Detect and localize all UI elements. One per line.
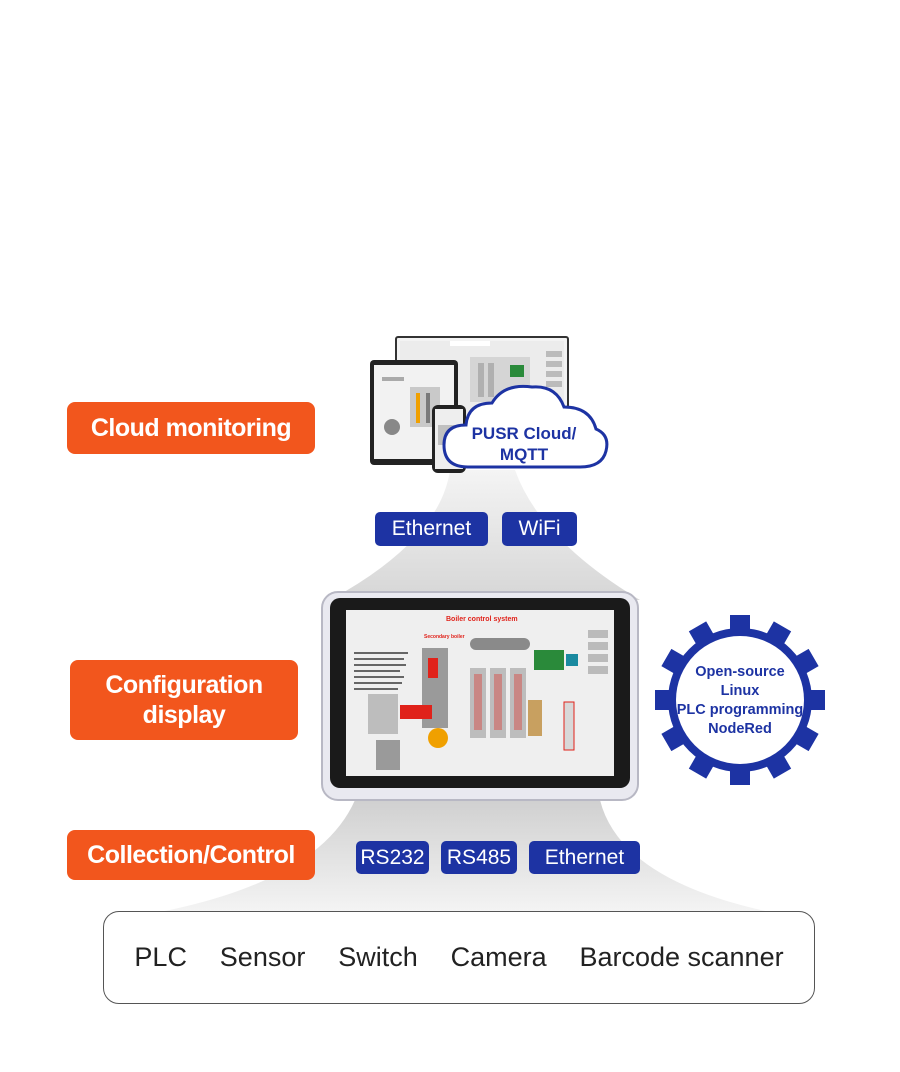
- collection-control-label: Collection/Control: [67, 830, 315, 880]
- gear-line-4: NodeRed: [708, 721, 772, 737]
- device-sensor: Sensor: [219, 942, 306, 972]
- configuration-display-label: Configuration display: [70, 660, 298, 740]
- screen-subtitle: Secondary boiler: [424, 634, 465, 640]
- cloud-text: PUSR Cloud/ MQTT: [449, 423, 599, 465]
- configuration-display-tablet: Boiler control system Secondary boiler: [320, 590, 640, 802]
- device-barcode-scanner: Barcode scanner: [579, 942, 784, 972]
- devices-illustration: [370, 336, 609, 473]
- tag-ethernet-lower: Ethernet: [529, 841, 640, 874]
- gear-text: Open-source Linux PLC programming NodeRe…: [655, 663, 825, 739]
- tag-ethernet-upper: Ethernet: [375, 512, 488, 546]
- gear-badge: Open-source Linux PLC programming NodeRe…: [655, 615, 825, 785]
- cloud-monitoring-graphic: PUSR Cloud/ MQTT: [370, 335, 610, 475]
- cloud-text-line2: MQTT: [499, 445, 549, 464]
- device-plc: PLC: [134, 942, 187, 972]
- device-camera: Camera: [450, 942, 547, 972]
- device-switch: Switch: [338, 942, 418, 972]
- tag-rs232: RS232: [356, 841, 429, 874]
- screen-title: Boiler control system: [446, 616, 518, 623]
- gear-line-3: PLC programming: [676, 702, 804, 718]
- collection-control-text: Collection/Control: [87, 840, 295, 869]
- devices-box: PLC Sensor Switch Camera Barcode scanner: [103, 911, 815, 1004]
- gear-icon: [655, 615, 825, 785]
- cloud-monitoring-label: Cloud monitoring: [67, 402, 315, 454]
- gear-line-1: Open-source: [695, 664, 785, 680]
- cloud-monitoring-text: Cloud monitoring: [90, 413, 292, 442]
- configuration-text-line1: Configuration: [105, 671, 263, 699]
- tag-rs485: RS485: [441, 841, 517, 874]
- gear-line-2: Linux: [720, 683, 760, 699]
- cloud-text-line1: PUSR Cloud/: [471, 424, 577, 443]
- configuration-text-line2: display: [142, 701, 226, 729]
- tag-wifi: WiFi: [502, 512, 577, 546]
- tablet-illustration: [321, 591, 639, 801]
